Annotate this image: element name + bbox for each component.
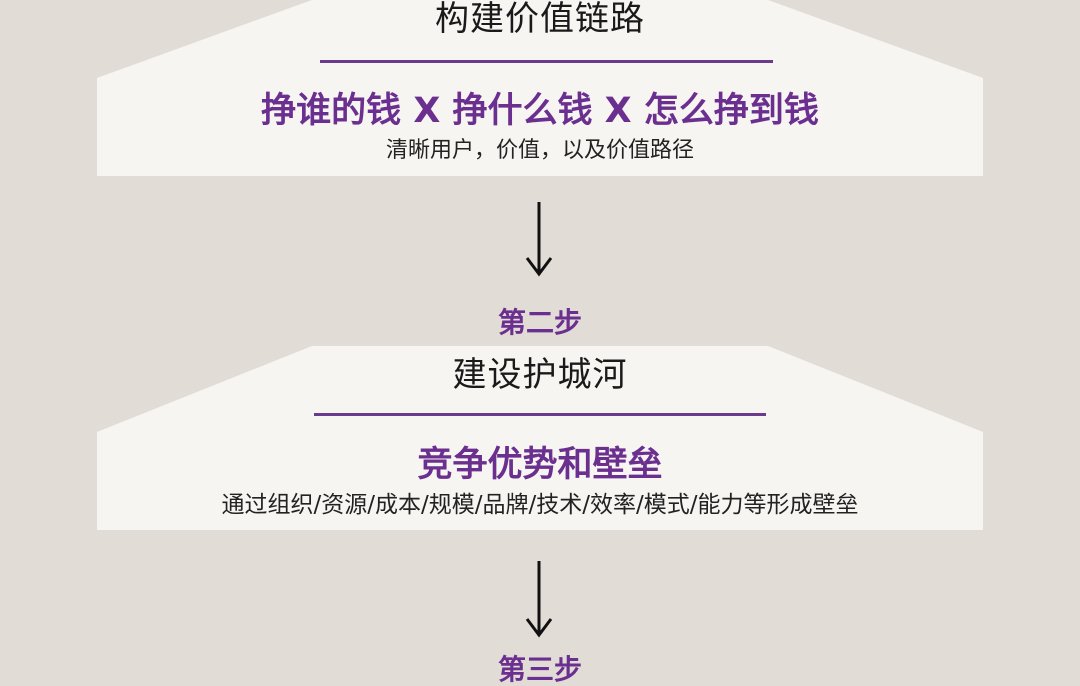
step-1-subline: 清晰用户，价值，以及价值路径 [385,138,694,163]
step-1-title: 构建价值链路 [435,0,645,39]
step-1-house: 构建价值链路 挣谁的钱 X 挣什么钱 X 怎么挣到钱 清晰用户，价值，以及价值路… [97,0,983,176]
down-arrow-icon [525,561,553,638]
step-2-title: 建设护城河 [452,355,628,395]
down-arrow-icon [525,202,553,277]
step-2-house: 建设护城河 竞争优势和壁垒 通过组织/资源/成本/规模/品牌/技术/效率/模式/… [97,346,983,530]
step-1-house-shape [97,0,983,176]
step-2-divider [314,413,766,416]
step-2-subline: 通过组织/资源/成本/规模/品牌/技术/效率/模式/能力等形成壁垒 [221,492,859,518]
step-3-label: 第三步 [497,653,582,686]
step-2-label: 第二步 [497,306,582,339]
step-1-divider [320,60,773,63]
step-2-house-shape [97,346,983,530]
step-2-headline: 竞争优势和壁垒 [417,445,663,485]
step-1-headline: 挣谁的钱 X 挣什么钱 X 怎么挣到钱 [261,91,819,131]
